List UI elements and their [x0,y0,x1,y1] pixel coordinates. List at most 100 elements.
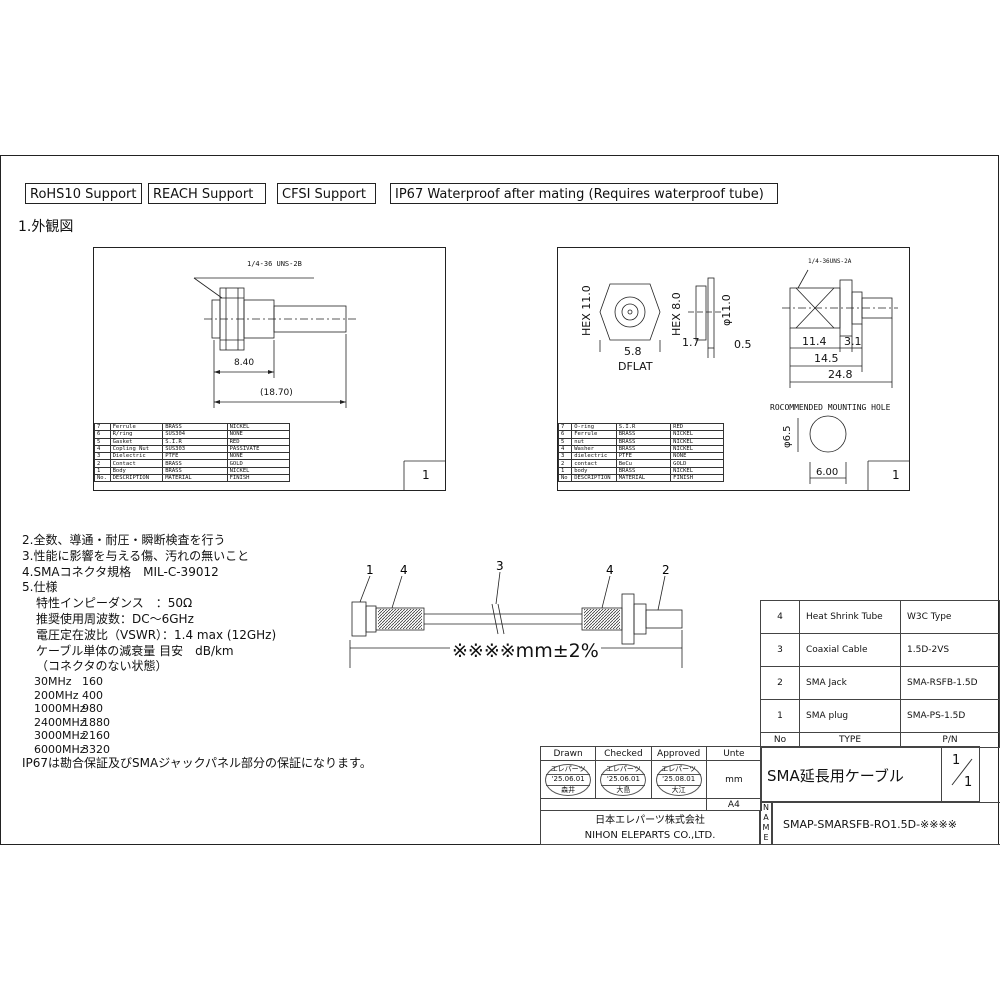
jack-bom-cell: NICKEL [670,437,724,446]
spec-frequency: 推奨使用周波数：DC〜6GHz [36,611,194,626]
unit-label: Unte [705,746,763,761]
attenuation-value: 2160 [82,729,110,743]
title-block: Drawn Checked Approved Unte エレパーツ '25.06… [539,746,1000,845]
drawing-frame [0,155,999,845]
jack-bom-cell: Washer [571,444,617,454]
jack-thread-label: 1/4-36UNS-2A [808,258,852,265]
parts-cell: Coaxial Cable [799,633,901,667]
attenuation-frequency: 3000MHz [34,729,86,743]
plug-bom-cell: 3 [94,452,111,461]
jack-dim-58: 5.8 [624,345,642,358]
jack-bom-cell: DESCRIPTION [571,474,617,483]
parts-cell: Heat Shrink Tube [799,600,901,634]
note-ip67: IP67は勘合保証及びSMAジャックパネル部分の保証になります。 [22,756,372,771]
parts-cell: 1.5D-2VS [900,633,1000,667]
drawing-title: SMA延長用ケーブル [767,767,904,785]
plug-bom-cell: NONE [226,430,291,439]
note-5: 5.仕様 [22,580,58,595]
plug-bom-cell: 6 [94,430,111,439]
spec-notes: 2.全数、導通・耐圧・瞬断検査を行う 3.性能に影響を与える傷、汚れの無いこと … [22,533,372,772]
jack-dim-31: 3.1 [844,335,862,348]
jack-bom-cell: NONE [670,452,724,461]
ip67-badge: IP67 Waterproof after mating (Requires w… [390,183,778,204]
parts-cell: 2 [760,666,800,700]
approved-label: Approved [650,746,707,761]
company-name-en: NIHON ELEPARTS CO.,LTD. [584,830,716,841]
plug-bom-cell: 7 [94,422,111,432]
jack-bom-cell: BRASS [615,430,672,439]
plug-bom-cell: SUS304 [162,430,228,439]
plug-drawing [193,277,445,490]
attenuation-value: 160 [82,675,103,689]
attenuation-row: 2400MHz1880 [34,716,372,730]
jack-drawing [599,269,909,490]
plug-bom-cell: BRASS [162,422,228,432]
parts-cell: 4 [760,600,800,634]
jack-bom-cell: NICKEL [670,466,724,476]
jack-dim-114: 11.4 [802,335,827,348]
attenuation-value: 980 [82,702,103,716]
jack-hex-11: HEX 11.0 [580,285,593,336]
callout-1: 1 [366,563,374,577]
rohs-badge: RoHS10 Support [25,183,142,204]
note-3: 3.性能に影響を与える傷、汚れの無いこと [22,548,250,563]
jack-bom-cell: Ferrule [571,430,617,439]
jack-bom-cell: BRASS [615,444,672,454]
plug-bom-cell: Dielectric [109,452,164,461]
jack-drawing-panel: 1/4-36UNS-2A HEX 11.0 HEX 8.0 φ11.0 5.8 … [557,247,910,491]
plug-dim-1870: (18.70) [260,388,293,398]
plug-bom-cell: BRASS [162,466,228,476]
jack-bom-cell: 1 [557,466,573,476]
jack-bom-cell: 5 [557,437,573,446]
plug-bom-cell: GOLD [226,459,291,468]
plug-bom-cell: R/ring [109,430,164,439]
plug-bom-cell: NICKEL [226,422,291,432]
attenuation-frequency: 200MHz [34,688,79,702]
jack-bom-cell: BeCu [615,459,672,468]
name-column-label: NAME [760,802,772,845]
plug-bom-cell: RED [226,437,291,446]
company-name-jp: 日本エレパーツ株式会社 [595,815,705,826]
attenuation-value: 1880 [82,715,110,729]
attenuation-frequency: 6000MHz [34,742,86,756]
attenuation-row: 1000MHz980 [34,702,372,716]
parts-header-cell: P/N [900,732,1000,748]
callout-2: 2 [662,563,670,577]
jack-bom-cell: MATERIAL [615,474,672,483]
plug-bom-cell: SUS303 [162,444,228,454]
jack-bom-cell: NICKEL [670,444,724,454]
plug-dim-840: 8.40 [234,358,255,368]
plug-bom-cell: 2 [94,459,111,468]
drawn-label: Drawn [539,746,597,761]
plug-bom-cell: NICKEL [226,466,291,476]
paper-size: A4 [705,798,763,811]
plug-bom-cell: FINISH [226,474,291,483]
jack-dia-11: φ11.0 [720,294,733,326]
jack-dim-248: 24.8 [828,368,853,381]
jack-bom-cell: GOLD [670,459,724,468]
attenuation-value: 3320 [82,742,110,756]
jack-dim-17: 1.7 [682,336,700,349]
jack-bom-cell: PTFE [615,452,672,461]
jack-bom-cell: 6 [557,430,573,439]
part-number: SMAP-SMARSFB-RO1.5D-※※※※ [772,802,1000,845]
jack-dim-05: 0.5 [734,338,752,351]
plug-bom-cell: BRASS [162,459,228,468]
jack-bom-cell: 4 [557,444,573,454]
jack-bom-cell: BRASS [615,466,672,476]
approval-table: Drawn Checked Approved Unte エレパーツ '25.06… [539,746,763,811]
cable-length: ※※※※mm±2% [450,640,601,662]
attenuation-row: 3000MHz2160 [34,729,372,743]
attenuation-value: 400 [82,688,103,702]
mounting-hole-width: 6.00 [816,467,839,478]
jack-bom-cell: No [557,474,573,483]
